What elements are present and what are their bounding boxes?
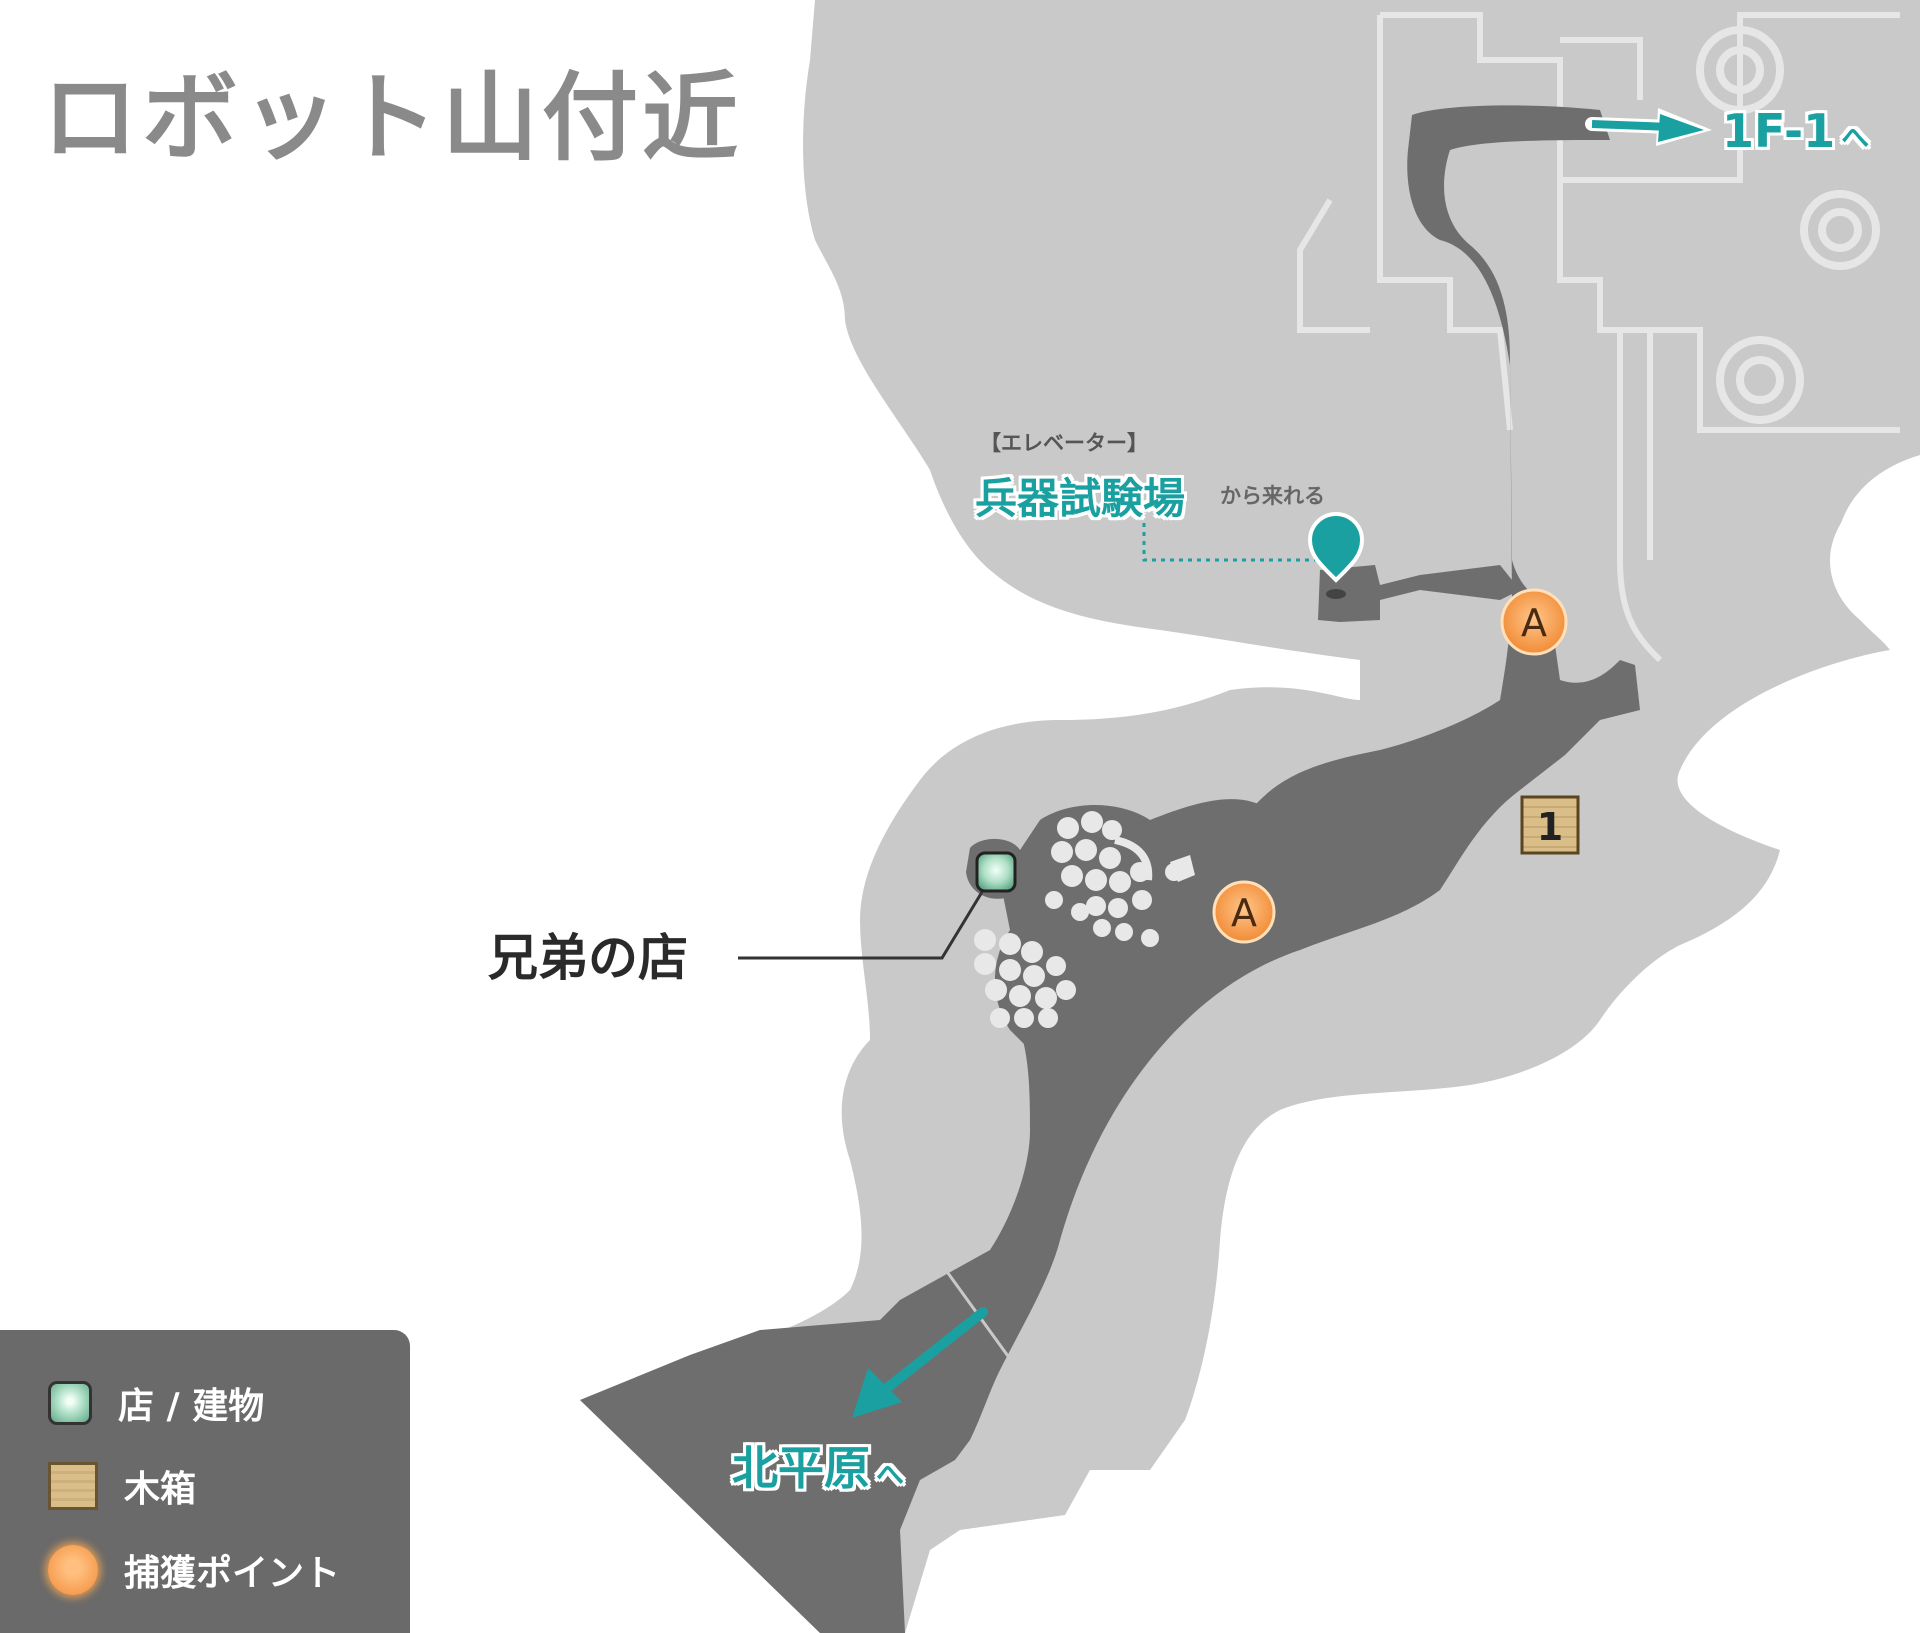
shop-label: 兄弟の店 bbox=[488, 928, 688, 987]
boulder-crescent bbox=[1114, 836, 1153, 881]
exit-north-suffix: へ bbox=[876, 1458, 905, 1491]
capture-point-marker[interactable]: A bbox=[1500, 588, 1568, 656]
exit-north-name: 北平原 bbox=[732, 1441, 870, 1495]
page-title: ロボット山付近 bbox=[42, 61, 742, 174]
elevator-suffix: から来れる bbox=[1220, 484, 1325, 508]
dark-path-branch bbox=[1318, 565, 1520, 622]
capture-point-icon bbox=[48, 1545, 98, 1595]
capture-point-letter: A bbox=[1231, 891, 1257, 935]
boulder-rock bbox=[1170, 855, 1195, 882]
legend-label: 店 / 建物 bbox=[118, 1386, 265, 1427]
legend-item-shop: 店 / 建物 bbox=[48, 1375, 264, 1431]
legend-panel: 店 / 建物 木箱 捕獲ポイント bbox=[0, 1330, 410, 1633]
exit-arrow-southwest-icon[interactable] bbox=[852, 1307, 988, 1418]
shop-building-icon[interactable] bbox=[975, 851, 1017, 893]
exit-1f-name: 1F-1 bbox=[1722, 104, 1836, 158]
legend-label: 捕獲ポイント bbox=[124, 1553, 341, 1594]
elevator-leader-line bbox=[1142, 523, 1318, 562]
exit-arrow-east-icon[interactable] bbox=[1585, 108, 1712, 146]
shop-building-icon bbox=[48, 1381, 92, 1425]
wooden-box-number: 1 bbox=[1537, 805, 1563, 849]
wooden-box-marker[interactable]: 1 bbox=[1520, 795, 1580, 855]
exit-1f-suffix: へ bbox=[1841, 121, 1870, 154]
legend-item-capture: 捕獲ポイント bbox=[48, 1542, 340, 1598]
legend-item-box: 木箱 bbox=[48, 1458, 196, 1514]
capture-point-letter: A bbox=[1521, 601, 1547, 645]
ruins-circles bbox=[1696, 26, 1880, 424]
elevator-destination[interactable]: 兵器試験場 bbox=[975, 474, 1186, 523]
elevator-tag: 【エレベーター】 bbox=[980, 431, 1148, 455]
wooden-box-icon bbox=[48, 1462, 98, 1510]
elevator-pin-icon[interactable] bbox=[1307, 512, 1365, 599]
boulder-cluster bbox=[974, 811, 1183, 1028]
legend-label: 木箱 bbox=[124, 1469, 197, 1510]
capture-point-marker[interactable]: A bbox=[1212, 880, 1276, 944]
terrain-bay bbox=[1830, 470, 1920, 650]
ruins-outline bbox=[1297, 12, 1900, 663]
exit-label-north-plains[interactable]: 北平原へ bbox=[732, 1432, 904, 1498]
shop-leader-line bbox=[738, 891, 984, 960]
dark-path-main bbox=[580, 105, 1640, 1633]
